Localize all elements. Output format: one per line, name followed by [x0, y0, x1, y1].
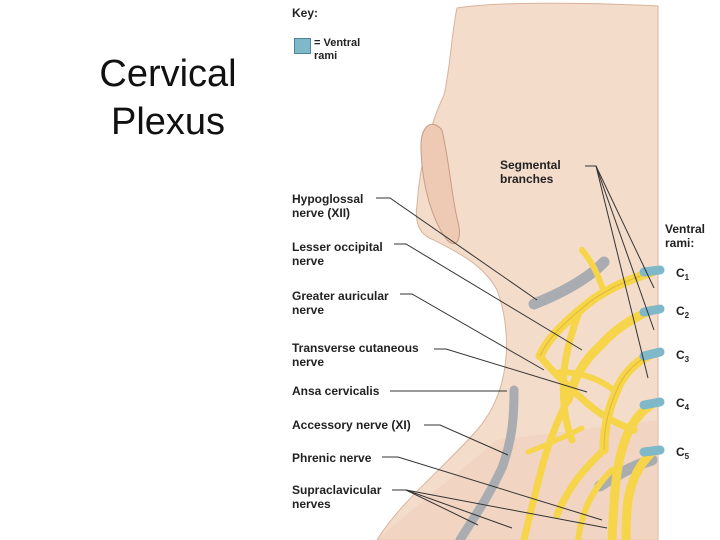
label-segmental-branches: Segmental branches — [500, 158, 561, 186]
slide-title: Cervical Plexus — [78, 50, 258, 146]
label-ansa-cervicalis: Ansa cervicalis — [292, 384, 380, 398]
ramus-label-c5: C5 — [676, 445, 690, 461]
ramus-label-c2: C2 — [676, 304, 690, 320]
anatomy-illustration — [376, 2, 665, 540]
label-accessory-nerve: Accessory nerve (XI) — [292, 418, 411, 432]
plexus-nerve-outlines — [539, 271, 653, 451]
key-swatch-label: = Ventral rami — [314, 37, 361, 62]
label-hypoglossal-nerve: Hypoglossal nerve (XII) — [292, 192, 364, 220]
ear-shape — [420, 123, 460, 245]
label-ventral-rami: Ventral rami: — [665, 222, 706, 250]
key-swatch-ventral-rami — [294, 38, 311, 54]
key-title: Key: — [292, 6, 319, 20]
label-greater-auricular-nerve: Greater auricular nerve — [292, 289, 389, 317]
label-supraclavicular-nerves: Supraclavicular nerves — [292, 483, 382, 511]
cervical-plexus-figure: Key: = Ventral rami Segmental branches V… — [282, 0, 720, 540]
title-line-2: Plexus — [110, 101, 226, 143]
label-lesser-occipital-nerve: Lesser occipital nerve — [292, 240, 383, 268]
leader-lines — [376, 165, 655, 529]
ramus-label-c3: C3 — [676, 348, 690, 364]
accessory-gray-nerve — [455, 385, 519, 540]
ramus-label-c4: C4 — [676, 396, 690, 412]
title-line-1: Cervical — [99, 53, 237, 95]
label-phrenic-nerve: Phrenic nerve — [292, 451, 372, 465]
hypoglossal-gray-nerve — [528, 256, 610, 310]
ventral-rami-stubs — [639, 265, 665, 457]
ramus-label-c1: C1 — [676, 266, 690, 282]
label-transverse-cutaneous-nerve: Transverse cutaneous nerve — [292, 341, 419, 369]
